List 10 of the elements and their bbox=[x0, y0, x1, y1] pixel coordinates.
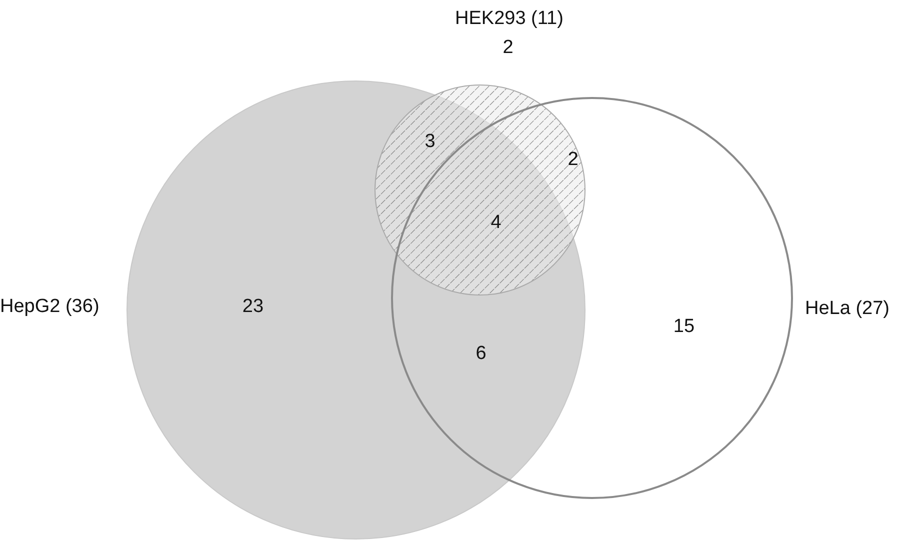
count-label: 23 bbox=[242, 296, 264, 318]
count-label: 2 bbox=[502, 37, 514, 59]
set-label: HEK293 (11) bbox=[455, 8, 564, 30]
set-label: HepG2 (36) bbox=[0, 296, 100, 318]
count-label: 2 bbox=[568, 149, 578, 171]
count-label: 6 bbox=[476, 343, 486, 365]
count-label: 4 bbox=[490, 212, 502, 234]
count-label: 3 bbox=[424, 131, 436, 153]
set-label: HeLa (27) bbox=[805, 298, 890, 320]
count-label: 15 bbox=[673, 316, 695, 338]
